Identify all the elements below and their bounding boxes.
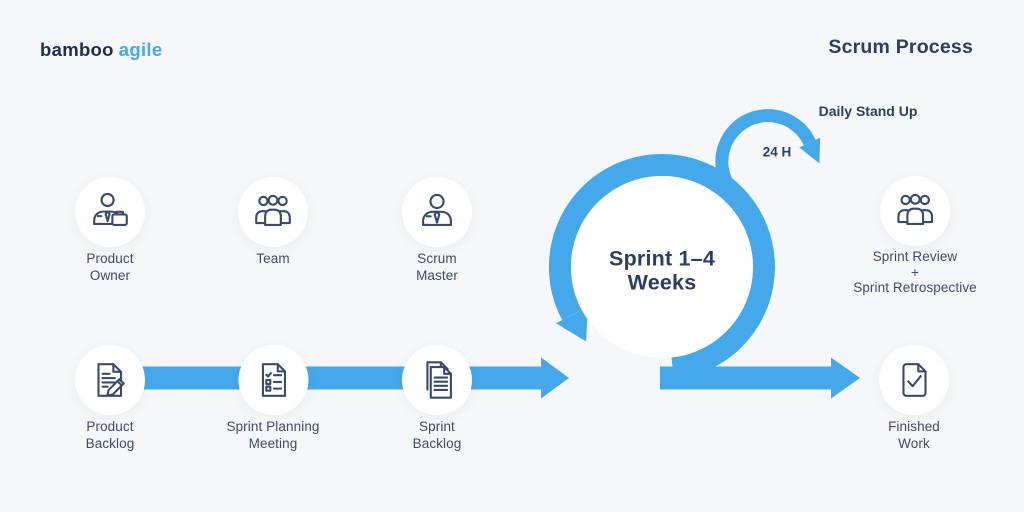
logo-word-agile: agile [118, 39, 163, 60]
sprint-inner-circle [571, 176, 753, 358]
node-circle [75, 345, 145, 415]
backlog-flow-arrow [110, 357, 569, 399]
node-label: Sprint Backlog [412, 419, 462, 451]
node-circle [402, 345, 472, 415]
daily-standup-duration: 24 H [762, 144, 792, 160]
node-scrum-master: Scrum Master [402, 177, 472, 284]
logo-word-bamboo: bamboo [40, 39, 114, 60]
node-label: Sprint Review + Sprint Retrospective [853, 249, 977, 295]
node-label: Product Owner [86, 251, 134, 283]
node-label: Team [256, 251, 290, 266]
node-label: Product Backlog [85, 419, 135, 451]
sprint-duration-label: Sprint 1–4 Weeks [609, 246, 715, 294]
page-title: Scrum Process [828, 36, 973, 58]
node-circle [879, 345, 949, 415]
daily-standup-loop [715, 109, 816, 189]
node-sprint-review: Sprint Review + Sprint Retrospective [853, 176, 977, 296]
node-label: Finished Work [888, 419, 940, 451]
sprint-loop-arrowhead [556, 306, 588, 342]
node-label: Sprint Planning Meeting [226, 419, 320, 451]
team-icon [255, 194, 291, 226]
sprint-loop-ring [548, 153, 775, 380]
document-check-icon [902, 363, 927, 397]
document-checklist-icon [261, 363, 286, 397]
node-circle [880, 176, 950, 246]
node-team: Team [238, 177, 308, 268]
node-circle [238, 177, 308, 247]
daily-standup-title: Daily Stand Up [818, 103, 918, 119]
node-finished-work: Finished Work [879, 345, 949, 452]
documents-stack-icon [426, 361, 452, 399]
node-circle [402, 177, 472, 247]
person-tie-icon [422, 193, 452, 226]
node-circle [75, 177, 145, 247]
person-briefcase-icon [93, 192, 128, 226]
node-sprint-backlog: Sprint Backlog [402, 345, 472, 452]
node-sprint-planning-meeting: Sprint Planning Meeting [226, 345, 319, 452]
node-product-owner: Product Owner [75, 177, 145, 284]
document-pencil-icon [97, 363, 125, 397]
team-icon [897, 193, 933, 225]
daily-standup-arrowhead [799, 137, 821, 164]
node-product-backlog: Product Backlog [75, 345, 145, 452]
node-circle [238, 345, 308, 415]
node-label: Scrum Master [416, 251, 458, 283]
